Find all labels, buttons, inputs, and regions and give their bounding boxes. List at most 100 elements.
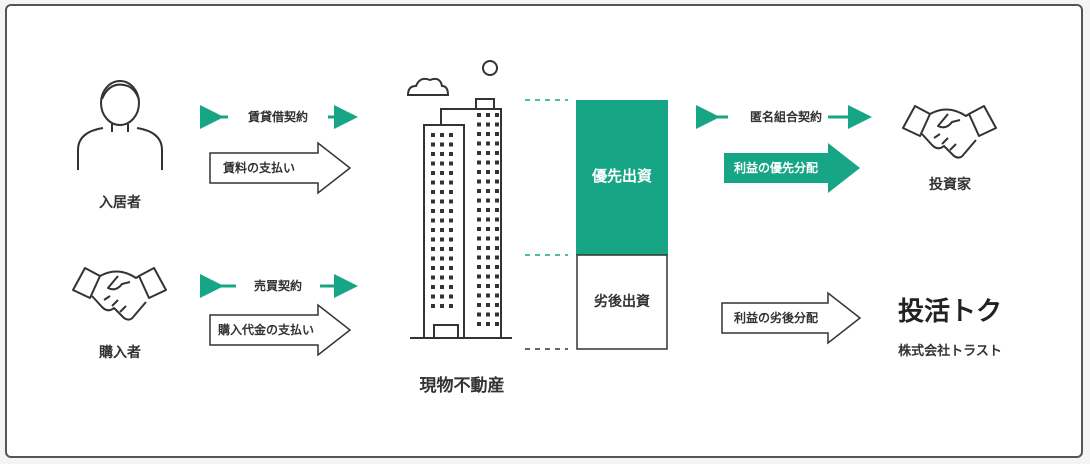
rent-payment-label: 賃料の支払い: [222, 160, 295, 175]
building-window: [477, 132, 481, 136]
building-window: [495, 255, 499, 260]
building-icon: [406, 60, 512, 339]
building-window: [495, 198, 499, 203]
building-window: [431, 218, 435, 223]
building-window: [440, 294, 444, 299]
building-window: [477, 227, 481, 231]
building-window: [477, 160, 481, 165]
building-window: [477, 198, 481, 203]
building-window: [449, 133, 453, 137]
senior-distribution-label: 利益の優先分配: [734, 160, 818, 175]
building-window: [495, 160, 499, 165]
building-window: [440, 142, 444, 147]
junior-equity-block: [576, 254, 668, 350]
building-window: [486, 236, 490, 241]
senior-distribution-arrow: [724, 143, 860, 193]
building-window: [440, 237, 444, 242]
building-window: [477, 151, 481, 155]
building-window: [477, 236, 481, 241]
building-window: [495, 274, 499, 279]
building-window: [449, 209, 453, 213]
building-window: [486, 122, 490, 127]
building-window: [431, 190, 435, 194]
building-window: [449, 218, 453, 223]
company-logo: 投活トク: [898, 297, 1002, 327]
diagram-frame: [5, 4, 1083, 458]
rental-contract-label: 賃貸借契約: [247, 109, 308, 124]
building-window: [431, 152, 435, 156]
building-window: [477, 189, 481, 193]
building-window: [495, 132, 499, 136]
building-window: [477, 255, 481, 260]
building-window: [477, 113, 481, 117]
building-window: [486, 179, 490, 184]
building-window: [440, 304, 444, 308]
building-window: [486, 208, 490, 212]
building-window: [449, 152, 453, 156]
building-window: [440, 161, 444, 166]
building-window: [449, 161, 453, 166]
building-window: [440, 285, 444, 289]
building-window: [495, 141, 499, 146]
senior-equity-block: [576, 100, 668, 255]
building-window: [477, 312, 481, 317]
building-window: [449, 266, 453, 270]
building-window: [486, 265, 490, 269]
building-window: [440, 247, 444, 251]
building-window: [495, 179, 499, 184]
building-window: [449, 190, 453, 194]
building-window: [495, 246, 499, 250]
junior-equity-label: 劣後出資: [594, 293, 650, 310]
rent-payment-arrow: [209, 141, 352, 195]
building-window: [477, 246, 481, 250]
buyer-handshake-icon: [72, 267, 167, 321]
building-window: [449, 228, 453, 232]
building-window: [495, 189, 499, 193]
building-window: [440, 266, 444, 270]
building-window: [486, 227, 490, 231]
junior-distribution-label: 利益の劣後分配: [734, 310, 818, 325]
building-window: [495, 170, 499, 174]
building-window: [477, 274, 481, 279]
building-window: [486, 322, 490, 326]
building-window: [440, 152, 444, 156]
building-window: [486, 246, 490, 250]
building-window: [449, 180, 453, 185]
junior-distribution-arrow: [721, 291, 862, 345]
resident-label: 入居者: [99, 195, 141, 211]
building-window: [486, 284, 490, 288]
building-window: [495, 236, 499, 241]
building-window: [486, 198, 490, 203]
building-window: [495, 293, 499, 298]
building-window: [495, 217, 499, 222]
building-window: [486, 274, 490, 279]
building-window: [495, 265, 499, 269]
building-window: [477, 217, 481, 222]
building-window: [495, 151, 499, 155]
building-window: [486, 170, 490, 174]
building-window: [431, 142, 435, 147]
building-window: [495, 208, 499, 212]
resident-icon: [77, 80, 163, 170]
purchase-payment-label: 購入代金の支払い: [217, 322, 314, 337]
building-window: [431, 199, 435, 204]
building-window: [477, 293, 481, 298]
building-window: [477, 284, 481, 288]
anonymous-partnership-label: 匿名組合契約: [750, 109, 822, 124]
building-window: [477, 303, 481, 307]
company-label: 株式会社トラスト: [898, 343, 1002, 359]
building-window: [486, 217, 490, 222]
building-window: [486, 312, 490, 317]
investor-handshake-icon: [902, 105, 997, 159]
property-label: 現物不動産: [420, 375, 505, 396]
building-window: [431, 171, 435, 175]
building-window: [449, 294, 453, 299]
building-window: [495, 303, 499, 307]
building-window: [449, 275, 453, 280]
building-window: [449, 256, 453, 261]
building-window: [431, 256, 435, 261]
building-window: [440, 190, 444, 194]
buyer-label: 購入者: [98, 344, 141, 361]
building-window: [431, 266, 435, 270]
